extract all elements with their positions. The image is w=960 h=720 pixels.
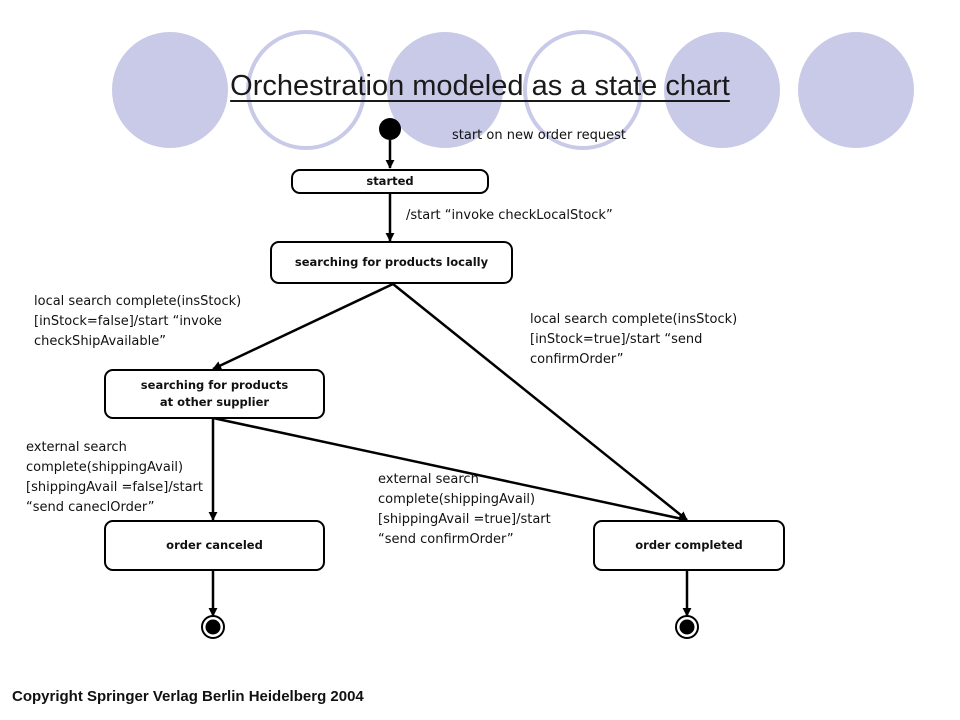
final-state-completed [675,615,699,639]
arrow-local-to-completed [392,283,688,521]
initial-state [379,118,401,140]
transition-label-external-false: external search complete(shippingAvail) … [26,440,203,515]
state-order-completed: order completed [593,520,785,571]
decor-circle [523,30,643,150]
state-searching-local: searching for products locally [270,241,513,284]
transition-label-invoke-local: /start “invoke checkLocalStock” [406,208,613,223]
arrow-other-to-completed [212,416,688,523]
transition-label-start: start on new order request [452,128,626,143]
final-state-canceled [201,615,225,639]
decor-circle [112,32,228,148]
state-order-canceled: order canceled [104,520,325,571]
state-label: searching for products locally [294,255,489,269]
state-searching-other-supplier: searching for products at other supplier [104,369,325,419]
transition-label-local-true: local search complete(insStock) [inStock… [530,312,738,367]
state-label: order completed [635,538,743,552]
decor-circle [387,32,503,148]
decor-circle [664,32,780,148]
state-started: started [291,169,489,194]
state-label: searching for products at other supplier [140,378,289,409]
decor-circle [798,32,914,148]
arrow-local-to-other [212,282,394,371]
transition-label-external-true: external search complete(shippingAvail) … [378,472,551,547]
page-title-wrap: Orchestration modeled as a state chart [0,70,960,103]
copyright-notice: Copyright Springer Verlag Berlin Heidelb… [12,688,364,705]
transition-label-local-false: local search complete(insStock) [inStock… [34,294,242,349]
state-label: order canceled [166,538,263,552]
page-title: Orchestration modeled as a state chart [230,70,730,102]
state-label: started [366,174,414,188]
decor-circle [246,30,366,150]
